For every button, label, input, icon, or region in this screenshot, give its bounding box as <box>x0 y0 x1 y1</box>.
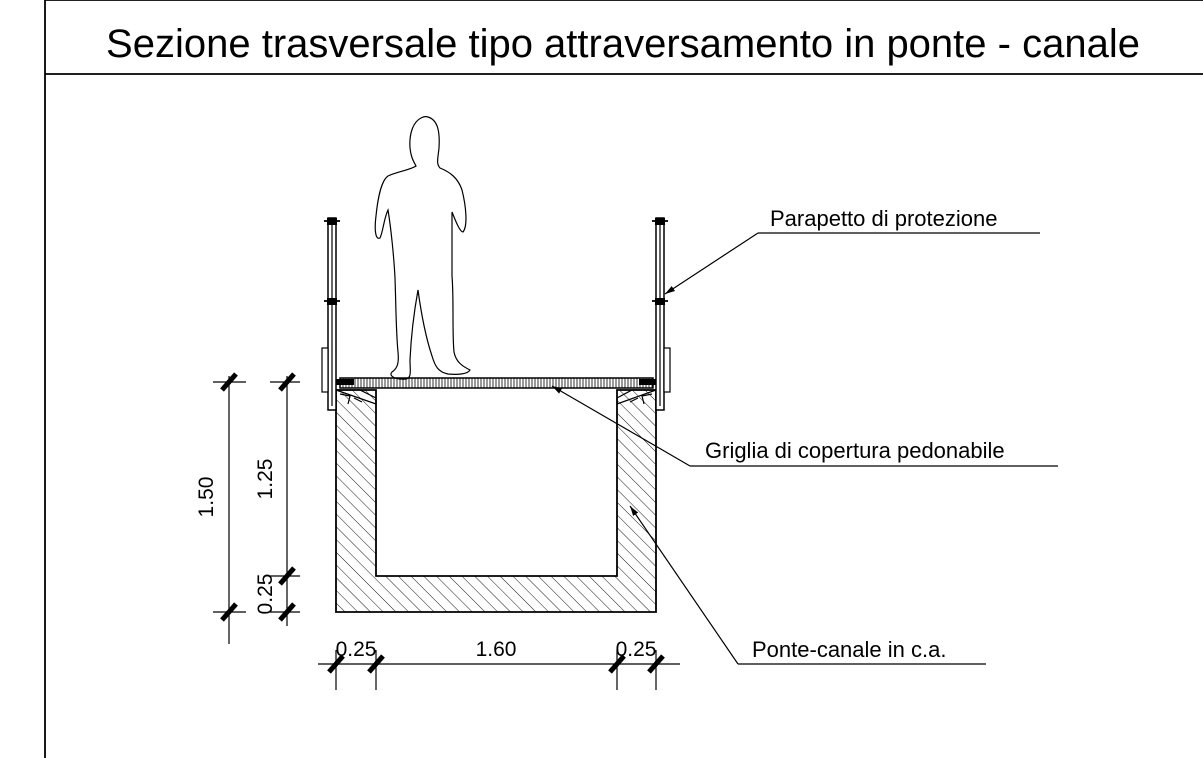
dimension-horizontal: 0.25 1.60 0.25 <box>318 638 680 690</box>
label-parapet: Parapetto di protezione <box>770 206 998 231</box>
callout-parapet: Parapetto di protezione <box>664 206 1040 295</box>
title-block: Sezione trasversale tipo attraversamento… <box>44 0 1203 758</box>
parapet-right <box>652 217 671 411</box>
dim-right-wall: 0.25 <box>616 638 657 661</box>
dim-total-height: 1.50 <box>195 477 218 518</box>
callout-grate: Griglia di copertura pedonabile <box>551 385 1058 467</box>
concrete-channel <box>335 389 657 613</box>
dimension-vertical-total: 1.50 <box>195 372 246 644</box>
label-channel: Ponte-canale in c.a. <box>752 637 946 662</box>
label-grate: Griglia di copertura pedonabile <box>705 438 1005 463</box>
dim-inner-width: 1.60 <box>476 638 517 661</box>
dim-base-thickness: 0.25 <box>254 574 277 615</box>
dimension-vertical-inner: 1.25 0.25 <box>254 372 300 626</box>
callout-channel: Ponte-canale in c.a. <box>629 505 986 665</box>
dim-left-wall: 0.25 <box>336 638 377 661</box>
page-title: Sezione trasversale tipo attraversamento… <box>106 22 1140 66</box>
dim-inner-height: 1.25 <box>254 459 277 500</box>
parapet-left <box>321 217 340 411</box>
walking-grate <box>336 377 657 389</box>
person-figure <box>374 115 471 380</box>
